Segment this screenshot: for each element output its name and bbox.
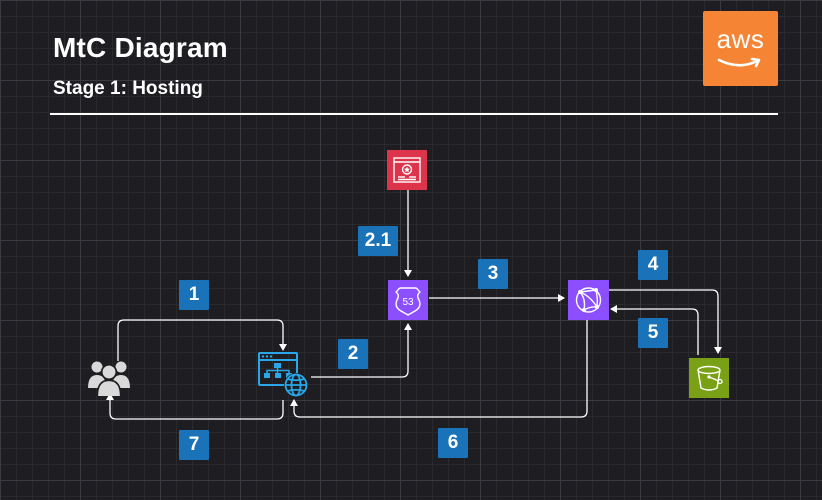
users-icon xyxy=(88,361,130,397)
step-badge-4: 4 xyxy=(638,250,668,280)
step-badge-2-1: 2.1 xyxy=(358,226,398,256)
edge-6-cdn-to-website xyxy=(290,319,588,418)
diagram-subtitle: Stage 1: Hosting xyxy=(53,78,203,99)
edge-1-users-to-website xyxy=(117,319,287,361)
website-globe-icon xyxy=(258,352,308,397)
aws-logo-text: aws xyxy=(716,24,765,54)
s3-bucket-icon xyxy=(689,358,729,398)
route53-label: 53 xyxy=(402,297,414,308)
step-badge-1: 1 xyxy=(179,280,209,310)
step-badge-7: 7 xyxy=(179,430,209,460)
aws-smile-icon xyxy=(717,57,761,68)
route53-icon: 53 xyxy=(388,280,428,320)
aws-logo: aws xyxy=(703,11,778,86)
step-badge-6: 6 xyxy=(438,428,468,458)
cloudfront-node[interactable] xyxy=(568,280,609,320)
title-divider xyxy=(50,113,778,115)
edge-5-bucket-to-cdn xyxy=(610,305,699,355)
route53-node[interactable]: 53 xyxy=(388,280,428,320)
cloudfront-icon xyxy=(568,280,609,320)
step-badge-3: 3 xyxy=(478,259,508,289)
diagram-title: MtC Diagram xyxy=(53,32,228,63)
step-badge-2: 2 xyxy=(338,339,368,369)
certificate-manager-icon xyxy=(387,150,427,190)
certificate-manager-node[interactable] xyxy=(387,150,427,190)
step-badge-5: 5 xyxy=(638,318,668,348)
users-node[interactable] xyxy=(87,358,131,397)
edge-7-website-to-users xyxy=(106,393,284,420)
s3-bucket-node[interactable] xyxy=(689,358,729,398)
edge-4-cdn-to-bucket xyxy=(609,289,722,354)
edge-2-website-to-dns xyxy=(311,323,412,378)
website-node[interactable] xyxy=(258,352,312,398)
